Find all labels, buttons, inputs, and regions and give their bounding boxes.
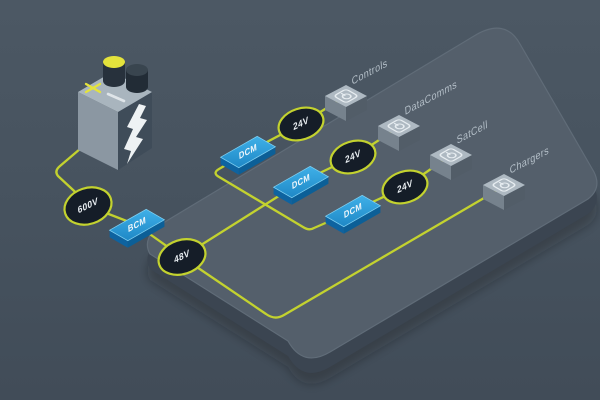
node-24v-3-ellipse — [381, 169, 429, 205]
dcm1-top — [219, 135, 277, 169]
cube-left — [430, 155, 451, 180]
power-cube-icon — [439, 148, 463, 162]
dcm2-side-sw — [273, 187, 292, 205]
bcm-top — [108, 208, 166, 242]
dcm1-side-se — [238, 146, 276, 175]
cube-left — [483, 185, 504, 210]
dcm3-side-sw — [325, 216, 344, 234]
voltage-node-48v: 48V — [157, 238, 207, 276]
cube-left — [325, 96, 346, 121]
node-600v-ellipse — [63, 186, 113, 226]
wire-48v-to-dcm2-24v-datacomms — [180, 125, 401, 259]
power-cube-icon — [492, 178, 516, 192]
node-24v-1-ellipse — [277, 106, 325, 142]
dcm3-side-se — [343, 205, 381, 234]
cube-right — [451, 155, 472, 180]
battery-face-left — [78, 92, 118, 170]
lightning-bolt-icon — [124, 104, 147, 164]
dcm-module-1: DCM — [219, 135, 277, 175]
cube-top — [430, 144, 472, 166]
node-48v-ellipse — [157, 238, 207, 276]
wire-rail-dcm1-dcm3 — [214, 150, 355, 231]
battery-terminal-rear-top — [126, 64, 148, 76]
cube-right — [399, 126, 420, 151]
load-cube-datacomms — [378, 115, 420, 151]
power-cube-icon — [334, 89, 358, 103]
bcm-side-se2 — [127, 219, 165, 248]
dcm1-side-sw — [220, 157, 239, 175]
wire-48v-to-chargers — [180, 189, 498, 319]
cube-top — [378, 115, 420, 137]
battery-face-top — [78, 72, 152, 112]
cube-right — [504, 185, 525, 210]
node-24v-2-ellipse — [329, 139, 377, 175]
voltage-node-24v-2: 24V — [329, 139, 377, 175]
power-cube-icon — [387, 119, 411, 133]
dcm3-top — [324, 194, 382, 228]
cube-left — [378, 126, 399, 151]
battery — [78, 56, 152, 170]
voltage-node-600v: 600V — [63, 186, 113, 226]
dcm-module-2: DCM — [272, 165, 330, 205]
voltage-node-24v-3: 24V — [381, 169, 429, 205]
dcm-module-3: DCM — [324, 194, 382, 234]
minus-dash — [106, 92, 126, 103]
bcm-module: BCM — [108, 208, 166, 248]
voltage-node-24v-1: 24V — [277, 106, 325, 142]
battery-terminal-rear — [126, 70, 148, 93]
cube-top — [325, 85, 367, 107]
battery-terminal-front — [103, 62, 125, 87]
dcm2-top — [272, 165, 330, 199]
load-cube-chargers — [483, 174, 525, 210]
cube-right — [346, 96, 367, 121]
cube-top — [483, 174, 525, 196]
bcm-side-sw — [109, 230, 128, 248]
load-cube-satcell — [430, 144, 472, 180]
battery-terminal-cap — [103, 56, 125, 68]
load-label-controls: Controls — [351, 58, 387, 88]
x-marking — [84, 82, 102, 94]
dcm2-side-se — [291, 176, 329, 205]
wire-battery-to-600v — [55, 147, 88, 204]
load-cube-controls — [325, 85, 367, 121]
platform-top — [146, 27, 598, 359]
